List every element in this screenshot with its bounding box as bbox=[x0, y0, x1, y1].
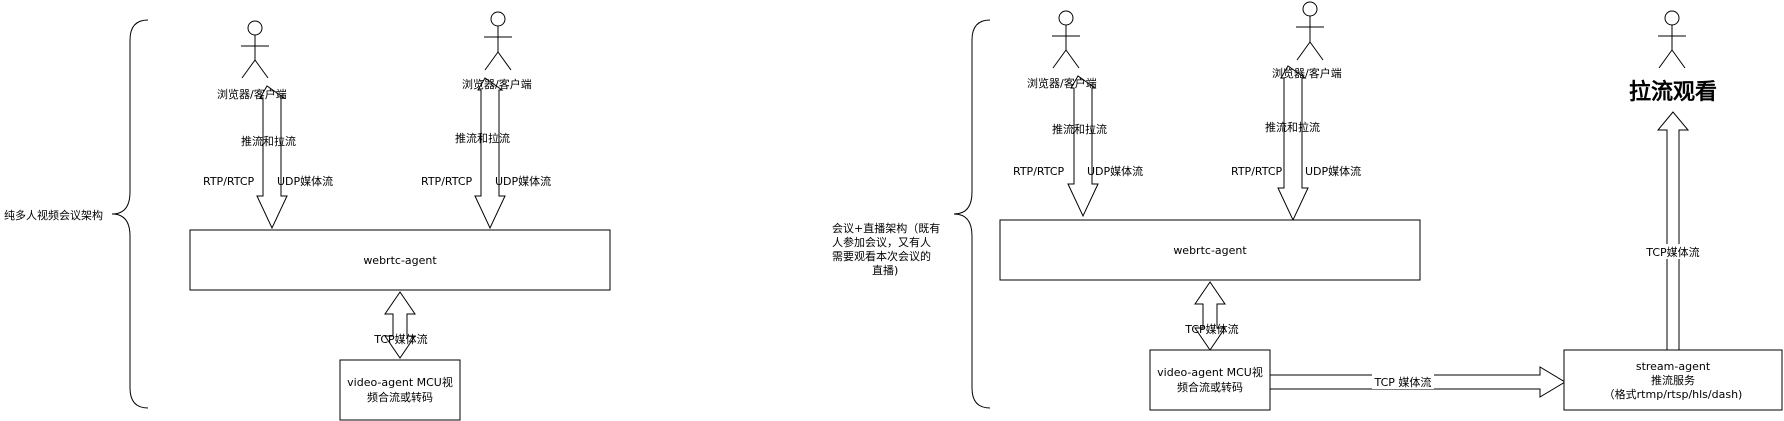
client2-label: 浏览器/客户端 bbox=[462, 77, 532, 91]
tcp-label-right: TCP媒体流 bbox=[1184, 322, 1238, 336]
webrtc-agent-label: webrtc-agent bbox=[363, 254, 437, 267]
client3-label: 浏览器/客户端 bbox=[1027, 76, 1097, 90]
push-pull-arrow-2 bbox=[474, 77, 506, 230]
tcp-media-label-bg bbox=[1372, 374, 1434, 389]
right-brace-label-line1: 会议+直播架构（既有 bbox=[832, 221, 940, 235]
video-agent-label-line1: video-agent MCU视 bbox=[347, 375, 453, 389]
webrtc-agent-box-right bbox=[999, 219, 1421, 281]
tcp-double-arrow-right bbox=[1194, 281, 1226, 351]
user-figure-2 bbox=[484, 11, 512, 71]
udp-label-1: UDP媒体流 bbox=[277, 174, 333, 188]
client4-label: 浏览器/客户端 bbox=[1272, 66, 1342, 80]
rtp-label-3: RTP/RTCP bbox=[1013, 165, 1064, 178]
push-pull-arrow-3 bbox=[1067, 75, 1099, 218]
stream-tcp-label-bg bbox=[1642, 244, 1704, 259]
right-brace bbox=[953, 19, 991, 409]
push-pull-arrow-4 bbox=[1277, 65, 1309, 222]
video-agent-box bbox=[339, 359, 461, 421]
viewer-label: 拉流观看 bbox=[1629, 79, 1717, 105]
user-figure-1 bbox=[241, 20, 269, 79]
rtp-label-2: RTP/RTCP bbox=[421, 175, 472, 188]
push-pull-label-4: 推流和拉流 bbox=[1265, 120, 1320, 134]
video-agent-label-line2: 频合流或转码 bbox=[367, 390, 433, 404]
user-figure-3 bbox=[1052, 10, 1080, 69]
push-pull-arrow-1 bbox=[256, 85, 288, 230]
stream-agent-label-line3: （格式rtmp/rtsp/hls/dash) bbox=[1604, 387, 1743, 401]
viewer-figure bbox=[1658, 10, 1686, 69]
udp-label-3: UDP媒体流 bbox=[1087, 164, 1143, 178]
webrtc-agent-box bbox=[189, 229, 611, 291]
push-pull-label-3: 推流和拉流 bbox=[1052, 122, 1107, 136]
tcp-double-arrow bbox=[384, 291, 416, 359]
video-agent-box-right bbox=[1149, 349, 1271, 411]
left-brace-label: 纯多人视频会议架构 bbox=[4, 208, 103, 222]
stream-agent-label-line1: stream-agent bbox=[1636, 360, 1711, 373]
client1-label: 浏览器/客户端 bbox=[217, 87, 287, 101]
video-agent-label-right-line1: video-agent MCU视 bbox=[1157, 365, 1263, 379]
stream-tcp-label: TCP媒体流 bbox=[1645, 245, 1699, 259]
rtp-label-4: RTP/RTCP bbox=[1231, 165, 1282, 178]
tcp-label: TCP媒体流 bbox=[373, 332, 427, 346]
webrtc-agent-label-right: webrtc-agent bbox=[1173, 244, 1247, 257]
video-agent-label-right-line2: 频合流或转码 bbox=[1177, 380, 1243, 394]
right-brace-label-line4: 直播) bbox=[872, 263, 898, 277]
udp-label-2: UDP媒体流 bbox=[495, 174, 551, 188]
push-pull-label-1: 推流和拉流 bbox=[241, 134, 296, 148]
stream-agent-box bbox=[1563, 349, 1783, 411]
rtp-label-1: RTP/RTCP bbox=[203, 175, 254, 188]
stream-output-arrow bbox=[1656, 111, 1690, 351]
tcp-media-label: TCP 媒体流 bbox=[1374, 375, 1432, 389]
right-brace-label-line2: 人参加会议，又有人 bbox=[832, 235, 931, 249]
push-pull-label-2: 推流和拉流 bbox=[455, 131, 510, 145]
left-brace bbox=[111, 19, 149, 409]
user-figure-4 bbox=[1296, 1, 1324, 61]
udp-label-4: UDP媒体流 bbox=[1305, 164, 1361, 178]
stream-agent-label-line2: 推流服务 bbox=[1651, 373, 1695, 387]
right-brace-label-line3: 需要观看本次会议的 bbox=[832, 249, 931, 263]
